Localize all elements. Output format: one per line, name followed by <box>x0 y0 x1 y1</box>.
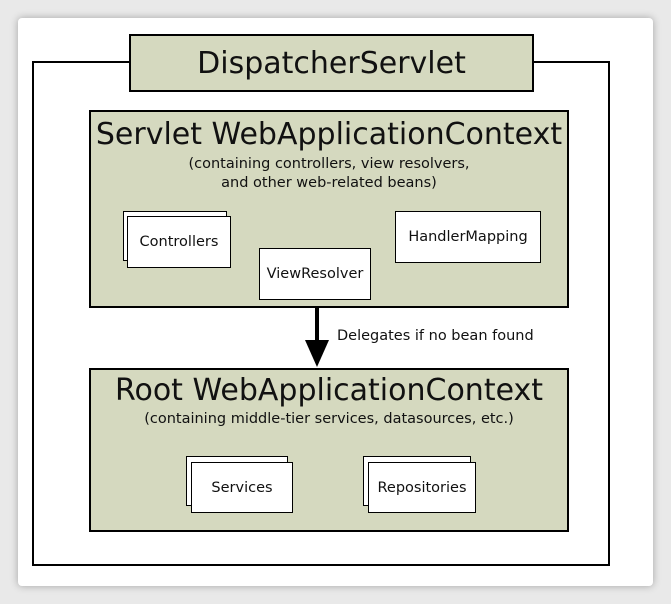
servlet-context-subtitle-line1: (containing controllers, view resolvers, <box>188 156 470 172</box>
viewresolver-bean: ViewResolver <box>259 248 371 300</box>
delegation-arrow-head <box>305 340 329 367</box>
delegation-label: Delegates if no bean found <box>337 328 534 344</box>
controllers-label: Controllers <box>139 234 219 250</box>
servlet-webapplicationcontext-box: Servlet WebApplicationContext (containin… <box>89 110 569 308</box>
dispatcher-servlet-box: DispatcherServlet <box>129 34 534 92</box>
servlet-context-title: Servlet WebApplicationContext <box>95 117 563 152</box>
root-context-subtitle: (containing middle-tier services, dataso… <box>144 411 514 427</box>
root-context-title: Root WebApplicationContext <box>114 373 544 408</box>
controllers-bean: Controllers <box>127 216 231 268</box>
root-webapplicationcontext-box: Root WebApplicationContext (containing m… <box>89 368 569 532</box>
repositories-label: Repositories <box>377 479 467 496</box>
services-label: Services <box>211 479 273 496</box>
dispatcher-servlet-title: DispatcherServlet <box>197 45 466 81</box>
repositories-bean: Repositories <box>368 462 476 513</box>
servlet-context-subtitle-line2: and other web-related beans) <box>221 175 437 191</box>
handlermapping-bean: HandlerMapping <box>395 211 541 263</box>
viewresolver-label: ViewResolver <box>266 266 364 282</box>
delegation-arrow <box>305 306 329 367</box>
handlermapping-label: HandlerMapping <box>408 229 528 245</box>
services-bean: Services <box>191 462 293 513</box>
